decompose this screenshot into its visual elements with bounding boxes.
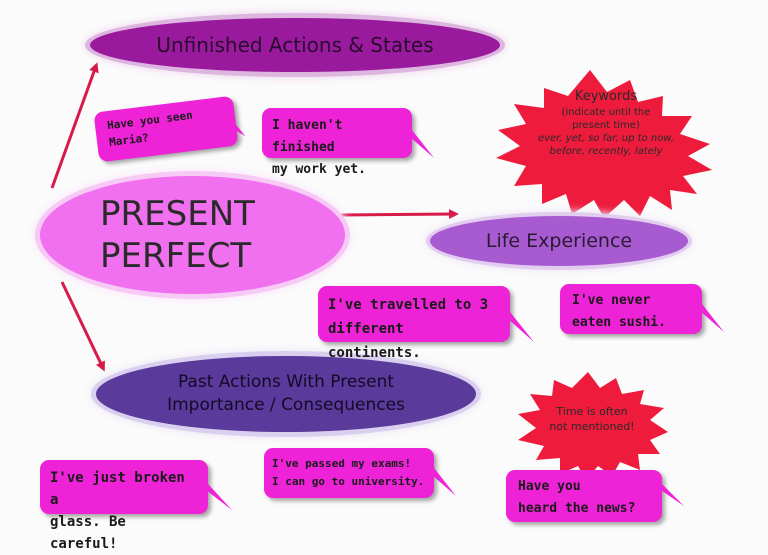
arrow-to-life-experience [339, 209, 459, 220]
life-experience-label: Life Experience [485, 230, 633, 252]
keywords-text: Keywords (indicate until the present tim… [508, 88, 704, 158]
arrows-layer [50, 62, 459, 372]
bubble-tail [424, 468, 456, 496]
past-actions-label-line-2: Importance / Consequences [167, 395, 405, 415]
arrow-to-unfinished [50, 62, 99, 189]
past-actions-oval: Past Actions With Present Importance / C… [96, 356, 476, 432]
past-actions-label-line-1: Past Actions With Present [177, 372, 395, 392]
bubble-tail [198, 484, 232, 510]
bubble-tail [652, 484, 684, 506]
unfinished-actions-oval: Unfinished Actions & States [90, 18, 500, 72]
keywords-subtitle-1: (indicate until the [561, 107, 651, 118]
keywords-list-1: ever, yet, so far, up to now, [537, 133, 675, 144]
unfinished-actions-label: Unfinished Actions & States [156, 33, 434, 57]
arrow-to-past-actions [60, 281, 105, 372]
example-text-exams: I've passed my exams! I can go to univer… [264, 448, 434, 498]
present-perfect-oval: PRESENT PERFECT [40, 176, 345, 294]
central-title-line-1: PRESENT [100, 194, 255, 234]
time-note-starburst-shape [518, 372, 668, 480]
keywords-starburst-shape [496, 70, 712, 218]
bubble-tail [692, 304, 724, 332]
example-bubble-travel: I've travelled to 3 different continents… [318, 286, 534, 361]
example-text-news: Have you heard the news? [506, 470, 662, 522]
central-title-line-2: PERFECT [100, 236, 252, 276]
time-note-line-2: not mentioned! [549, 420, 635, 433]
time-note-text: Time is often not mentioned! [530, 404, 654, 434]
example-bubble-glass: I've just broken a glass. Be careful! [40, 460, 232, 552]
example-text-sushi: I've never eaten sushi. [560, 284, 702, 334]
example-bubble-sushi: I've never eaten sushi. [560, 284, 724, 334]
example-text-work: I haven't finished my work yet. [262, 108, 412, 177]
example-bubble-work: I haven't finished my work yet. [262, 108, 434, 177]
example-bubble-exams: I've passed my exams! I can go to univer… [264, 448, 456, 498]
example-bubble-maria: Have you seen Maria? [93, 95, 246, 163]
bubble-tail [215, 116, 246, 137]
example-bubble-news: Have you heard the news? [506, 470, 684, 522]
time-note-burst [518, 372, 668, 480]
example-text-glass: I've just broken a glass. Be careful! [40, 460, 208, 552]
life-experience-oval: Life Experience [430, 216, 688, 266]
example-text-travel: I've travelled to 3 different continents… [318, 286, 510, 361]
time-note-line-1: Time is often [556, 405, 628, 418]
bubble-tail [402, 130, 434, 158]
keywords-title: Keywords [574, 89, 638, 104]
keywords-list-2: before, recently, lately [549, 146, 663, 157]
keywords-subtitle-2: present time) [572, 120, 640, 131]
keywords-burst [496, 70, 712, 218]
bubble-tail [500, 312, 534, 342]
